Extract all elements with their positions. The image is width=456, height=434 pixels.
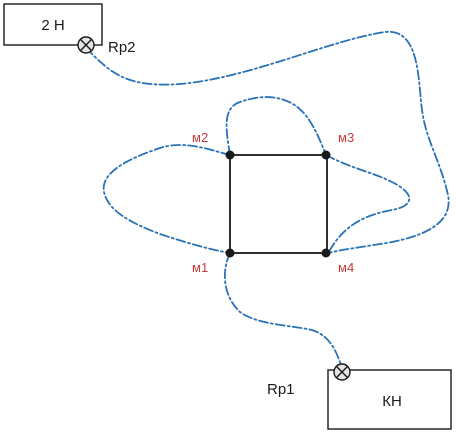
point-m2-dot	[225, 150, 235, 160]
point-label-m2: м2	[192, 130, 208, 145]
device-label-kn: КН	[382, 393, 402, 410]
point-label-m1: м1	[192, 260, 208, 275]
point-m1-dot	[225, 248, 235, 258]
relay-rp1-icon	[333, 363, 351, 381]
cable-m2-to-m1	[102, 144, 231, 254]
cable-rp2-to-m4	[85, 31, 450, 254]
point-label-m4: м4	[338, 260, 354, 275]
relay-label-rp1: Rp1	[267, 381, 295, 398]
device-box-2n	[3, 3, 103, 46]
device-box-kn	[327, 369, 452, 430]
cable-m3-to-m4	[325, 154, 411, 251]
cable-m2-to-m3	[225, 96, 327, 156]
relay-rp2-icon	[77, 36, 95, 54]
cable-m1-to-rp1	[224, 252, 343, 369]
point-label-m3: м3	[338, 130, 354, 145]
measurement-square	[229, 154, 328, 254]
point-m3-dot	[321, 150, 331, 160]
point-m4-dot	[321, 248, 331, 258]
device-label-2n: 2 Н	[41, 17, 64, 34]
relay-label-rp2: Rp2	[108, 39, 136, 56]
